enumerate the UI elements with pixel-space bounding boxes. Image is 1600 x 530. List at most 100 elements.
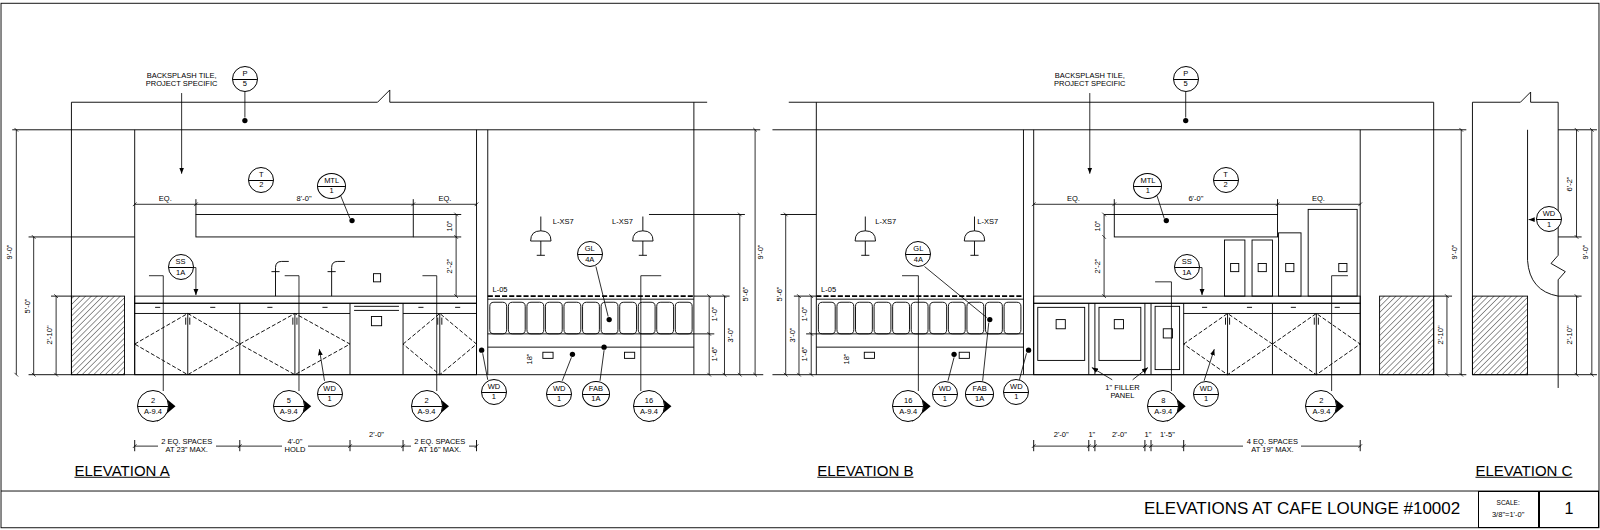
dimension-text: 10" [446, 219, 454, 232]
elevation-b-linework [816, 295, 1023, 297]
dimension-text: 6'-2" [1566, 175, 1574, 192]
tag-text: 1 [557, 395, 561, 403]
tag-text: WD [323, 385, 336, 393]
leader-lines [319, 349, 324, 381]
elevation-b-linework [837, 302, 854, 334]
elevation-a-linework [657, 302, 674, 334]
elevation-a-linework [490, 302, 507, 334]
section-marker: 2A-9.4 [1305, 390, 1337, 422]
dimension-lines [1576, 130, 1577, 237]
annotation: BACKSPLASH TILE, PROJECT SPECIFIC [1049, 71, 1131, 88]
annotation: EQ. [1066, 195, 1081, 203]
tag-text: T [1223, 171, 1228, 179]
dimension-lines [798, 296, 799, 375]
elevation-a-linework [196, 214, 413, 236]
annotation: L-XS7 [976, 218, 999, 226]
annotation: 2'-0" [1053, 431, 1070, 439]
section-label: A-9.4 [640, 408, 658, 416]
leader-lines [600, 350, 604, 381]
section-label: 2 [1319, 397, 1323, 405]
tag-text: WD [939, 385, 952, 393]
tag-text: 1 [330, 187, 334, 195]
elevation-a-linework [675, 302, 692, 334]
tag-text: 1A [1182, 269, 1191, 277]
tag-text: WD [488, 383, 501, 391]
tag-text: 1 [1547, 221, 1551, 229]
elevation-b-linework [1099, 307, 1141, 360]
elevation-a-linework [135, 303, 477, 374]
elevation-b-linework [789, 102, 1434, 103]
annotation: EQ. [437, 195, 452, 203]
leader-dots [242, 118, 1188, 357]
sheet-frame [1, 3, 1599, 527]
tag-text: 4A [914, 256, 923, 264]
dimension-text: 9'-0" [757, 244, 765, 261]
leader-lines [483, 353, 488, 380]
elevation-b-linework [855, 217, 875, 256]
dimension-lines [1104, 214, 1105, 296]
material-tag: GL4A [577, 241, 603, 267]
annotation: L-05 [491, 286, 508, 294]
leader-lines [149, 92, 1535, 391]
elevation-b-linework [1258, 263, 1266, 271]
leader-lines [902, 276, 1348, 391]
annotation: L-05 [820, 286, 837, 294]
tag-text: WD [1200, 385, 1213, 393]
tag-text: FAB [972, 385, 986, 393]
dimension-lines [724, 296, 725, 375]
dimension-text: 5'-6" [775, 285, 783, 302]
dimension-lines [1034, 204, 1361, 205]
annotation: 2'-0" [1111, 431, 1128, 439]
section-label: 5 [287, 397, 291, 405]
elevation-b-linework [1252, 240, 1272, 296]
tag-text: SS [176, 258, 186, 266]
material-tag: T2 [1213, 167, 1239, 193]
material-tag: GL4A [905, 241, 931, 267]
elevation-a-linework [543, 352, 553, 358]
tag-text: GL [585, 245, 595, 253]
tag-text: 2 [259, 181, 263, 189]
dimension-text: 3'-0" [726, 326, 734, 343]
material-tag: WD 1 [932, 381, 958, 407]
material-tag: WD 1 [546, 381, 572, 407]
section-label: 2 [151, 397, 155, 405]
elevation-b-linework [1034, 303, 1361, 374]
elevation-b-linework [1114, 320, 1123, 329]
title-block-cell: 1 [1539, 491, 1599, 528]
elevation-a-linework [186, 318, 442, 325]
elevation-b-linework [818, 302, 835, 334]
elevation-a-linework [531, 217, 551, 256]
elevation-a-linework [135, 296, 477, 303]
dimension-text: 1'-6" [801, 346, 809, 363]
tag-text: 1 [943, 395, 947, 403]
elevation-a-linework [373, 274, 380, 282]
elevation-c-linework [1472, 92, 1558, 102]
leader-dots [607, 317, 612, 322]
leader-lines [1199, 268, 1202, 296]
dimension-lines [811, 296, 812, 375]
leader-dots [1026, 348, 1031, 353]
dimension-text: 5'-6" [742, 285, 750, 302]
section-label: A-9.4 [1312, 408, 1330, 416]
leader-dots [1183, 118, 1188, 123]
dimension-text: 9'-0" [6, 244, 14, 261]
elevation-b-linework [1056, 320, 1065, 329]
leader-lines [1092, 368, 1112, 380]
elevation-a-linework [620, 302, 637, 334]
annotation: 1" [1087, 431, 1096, 439]
leader-lines [948, 357, 954, 380]
section-label: A-9.4 [280, 408, 298, 416]
tag-text: WD [553, 385, 566, 393]
elevation-b-linework [1224, 240, 1244, 296]
tag-text: WD [1010, 383, 1023, 391]
leader-dots [1164, 218, 1169, 223]
elevation-c-linework [1528, 130, 1559, 296]
elevation-a-linework [12, 130, 763, 375]
tag-text: P [242, 70, 247, 78]
dimension-text: 2'-10" [1437, 324, 1445, 345]
elevation-a-linework [488, 299, 694, 347]
view-title: ELEVATION B [816, 463, 914, 480]
material-tag: WD1 [481, 379, 507, 405]
title-block-text: 1 [1564, 501, 1573, 517]
